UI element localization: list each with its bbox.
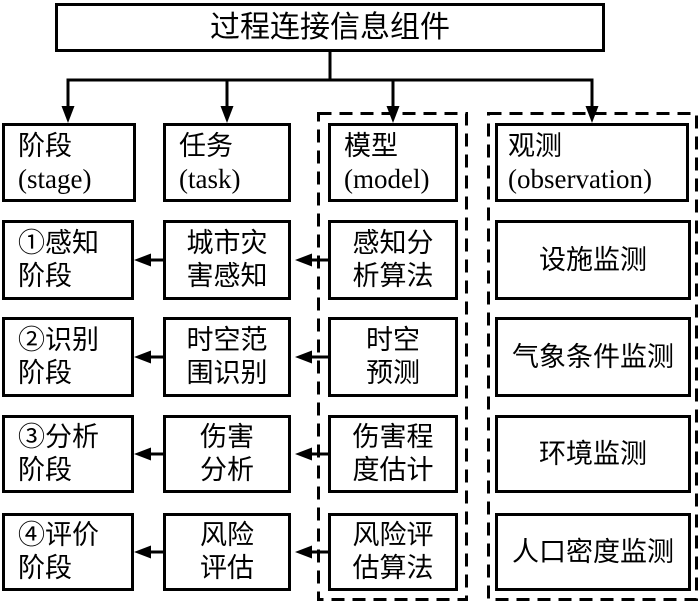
stage-box-1: ①感知 阶段 xyxy=(2,220,134,300)
root-title: 过程连接信息组件 xyxy=(210,10,450,44)
root-box: 过程连接信息组件 xyxy=(55,3,605,52)
text-line: 气象条件监测 xyxy=(512,341,674,372)
left-arrowhead-1a xyxy=(134,253,151,267)
header-box-task: 任务 (task) xyxy=(163,123,291,202)
text-line: 风险评 xyxy=(352,520,434,550)
text-line: 阶段 xyxy=(18,261,72,291)
observation-box-1: 设施监测 xyxy=(495,220,691,300)
left-arrowhead-2b xyxy=(295,350,312,364)
header-task-zh: 任务 xyxy=(179,130,233,161)
left-arrowhead-3a xyxy=(134,447,151,461)
header-model-zh: 模型 xyxy=(344,130,398,161)
stage-box-2: ②识别 阶段 xyxy=(2,317,134,397)
header-stage-en: (stage) xyxy=(18,163,92,194)
text-line: 时空 xyxy=(366,325,420,355)
left-arrowhead-3b xyxy=(295,447,312,461)
down-arrowhead-task xyxy=(220,106,234,123)
text-line: 害感知 xyxy=(186,261,268,291)
model-box-1: 感知分 析算法 xyxy=(328,220,458,300)
down-arrowhead-model xyxy=(386,106,400,123)
task-box-1: 城市灾 害感知 xyxy=(163,220,291,300)
header-observation-en: (observation) xyxy=(508,163,652,194)
left-arrowhead-4a xyxy=(134,545,151,559)
text-line: 阶段 xyxy=(18,358,72,388)
observation-column-dashed-border xyxy=(487,112,698,601)
observation-box-4: 人口密度监测 xyxy=(495,513,691,591)
text-line: ②识别 xyxy=(18,325,99,355)
header-box-stage: 阶段 (stage) xyxy=(2,123,136,202)
task-box-3: 伤害 分析 xyxy=(163,415,291,493)
header-observation-zh: 观测 xyxy=(508,130,562,161)
left-arrowhead-2a xyxy=(134,350,151,364)
task-box-4: 风险 评估 xyxy=(163,513,291,591)
stage-box-3: ③分析 阶段 xyxy=(2,415,134,493)
text-line: 时空范 xyxy=(186,325,268,355)
text-line: 人口密度监测 xyxy=(512,536,674,567)
header-model-en: (model) xyxy=(344,163,430,194)
text-line: 城市灾 xyxy=(186,228,268,258)
text-line: ③分析 xyxy=(18,422,99,452)
header-box-observation: 观测 (observation) xyxy=(495,123,689,202)
down-arrowhead-observation xyxy=(585,106,599,123)
text-line: 阶段 xyxy=(18,553,72,583)
text-line: 阶段 xyxy=(18,455,72,485)
header-box-model: 模型 (model) xyxy=(328,123,458,202)
text-line: 感知分 xyxy=(352,228,434,258)
text-line: ①感知 xyxy=(18,228,99,258)
header-task-en: (task) xyxy=(179,163,241,194)
model-box-2: 时空 预测 xyxy=(328,317,458,397)
observation-box-2: 气象条件监测 xyxy=(495,317,691,397)
text-line: 估算法 xyxy=(352,553,434,583)
text-line: 设施监测 xyxy=(539,244,647,275)
text-line: 预测 xyxy=(366,358,420,388)
text-line: 伤害程 xyxy=(352,422,434,452)
task-box-2: 时空范 围识别 xyxy=(163,317,291,397)
text-line: 伤害 xyxy=(200,422,254,452)
text-line: 析算法 xyxy=(352,261,434,291)
left-arrowhead-4b xyxy=(295,545,312,559)
text-line: 风险 xyxy=(200,520,254,550)
stage-box-4: ④评价 阶段 xyxy=(2,513,134,591)
text-line: 评估 xyxy=(200,553,254,583)
model-box-3: 伤害程 度估计 xyxy=(328,415,458,493)
observation-box-3: 环境监测 xyxy=(495,415,691,493)
text-line: 分析 xyxy=(200,455,254,485)
text-line: 环境监测 xyxy=(539,438,647,469)
model-box-4: 风险评 估算法 xyxy=(328,513,458,591)
text-line: 度估计 xyxy=(352,455,434,485)
text-line: ④评价 xyxy=(18,520,99,550)
text-line: 围识别 xyxy=(186,358,268,388)
down-arrowhead-stage xyxy=(61,106,75,123)
left-arrowhead-1b xyxy=(295,253,312,267)
header-stage-zh: 阶段 xyxy=(18,130,72,161)
